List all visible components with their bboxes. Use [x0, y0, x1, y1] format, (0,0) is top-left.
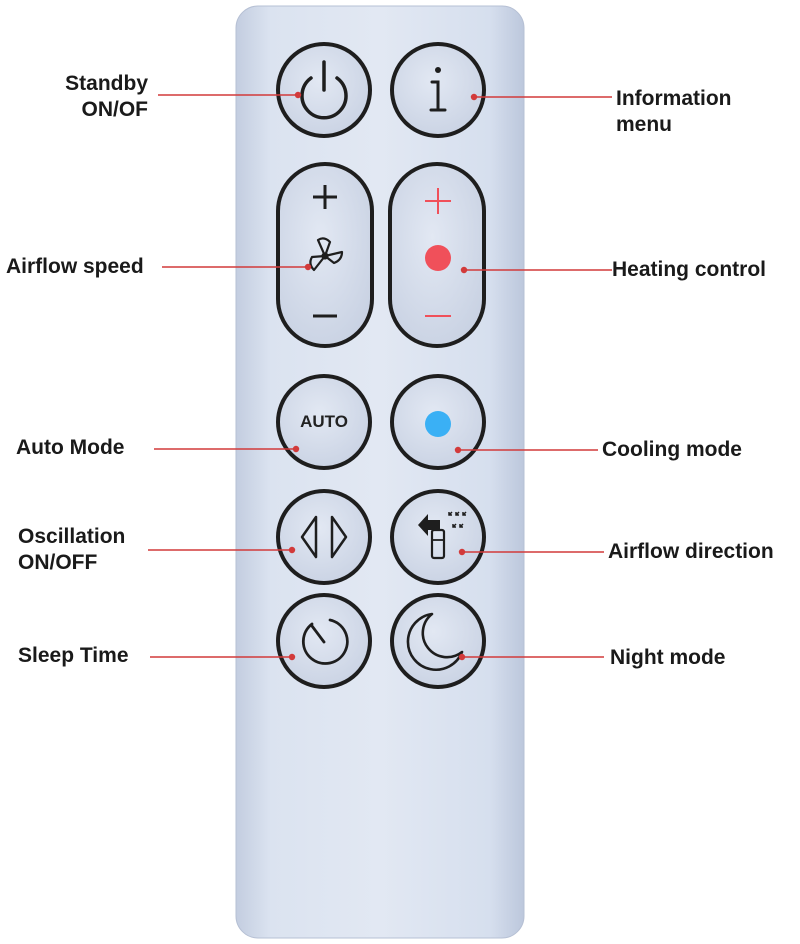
heating-control-rocker[interactable]	[388, 162, 486, 348]
label-information: Information menu	[616, 86, 732, 138]
label-oscillation-line1: Oscillation	[18, 525, 126, 548]
callout-information	[470, 93, 612, 101]
callout-airflow-direction	[458, 548, 604, 556]
airflow-speed-rocker[interactable]	[276, 162, 374, 348]
remote-body	[235, 5, 525, 939]
label-standby: Standby ON/OF	[40, 71, 148, 123]
callout-night	[458, 653, 604, 661]
standby-button[interactable]	[276, 42, 372, 138]
oscillation-button[interactable]	[276, 489, 372, 585]
sleep-timer-button[interactable]	[276, 593, 372, 689]
airflow-direction-icon	[418, 511, 467, 560]
callout-cooling	[454, 446, 598, 454]
label-auto-mode: Auto Mode	[16, 436, 125, 459]
callout-auto	[154, 445, 300, 453]
timer-icon	[301, 618, 349, 665]
label-information-line1: Information	[616, 87, 732, 110]
label-sleep-time: Sleep Time	[18, 644, 129, 667]
label-airflow-speed: Airflow speed	[6, 255, 144, 278]
cooling-mode-button[interactable]	[390, 374, 486, 470]
information-button[interactable]	[390, 42, 486, 138]
cool-indicator-dot	[425, 411, 451, 437]
label-oscillation: Oscillation ON/OFF	[18, 524, 125, 576]
airflow-direction-button[interactable]	[390, 489, 486, 585]
auto-button-label: AUTO	[300, 412, 348, 431]
moon-icon	[406, 612, 464, 671]
oscillation-arrows-icon	[300, 515, 348, 559]
plus-icon	[313, 185, 337, 209]
callout-airflow-speed	[162, 263, 312, 271]
callout-sleep	[150, 653, 296, 661]
callout-lines	[148, 91, 612, 661]
info-icon	[429, 67, 447, 112]
callout-standby	[158, 91, 302, 99]
label-information-line2: menu	[616, 113, 673, 136]
label-oscillation-line2: ON/OFF	[18, 551, 98, 574]
power-icon	[300, 60, 348, 120]
heat-indicator-dot	[425, 245, 451, 271]
label-airflow-direction: Airflow direction	[608, 540, 774, 563]
label-night-mode: Night mode	[610, 646, 726, 669]
heat-plus-icon	[425, 188, 451, 214]
fan-icon	[309, 237, 344, 272]
callout-heating	[460, 266, 612, 274]
label-standby-line2: ON/OF	[81, 98, 149, 121]
auto-mode-button[interactable]	[276, 374, 372, 470]
label-heating-control: Heating control	[612, 258, 767, 281]
night-mode-button[interactable]	[390, 593, 486, 689]
label-standby-line1: Standby	[65, 72, 148, 95]
label-cooling-mode: Cooling mode	[602, 438, 742, 461]
callout-oscillation	[148, 546, 296, 554]
